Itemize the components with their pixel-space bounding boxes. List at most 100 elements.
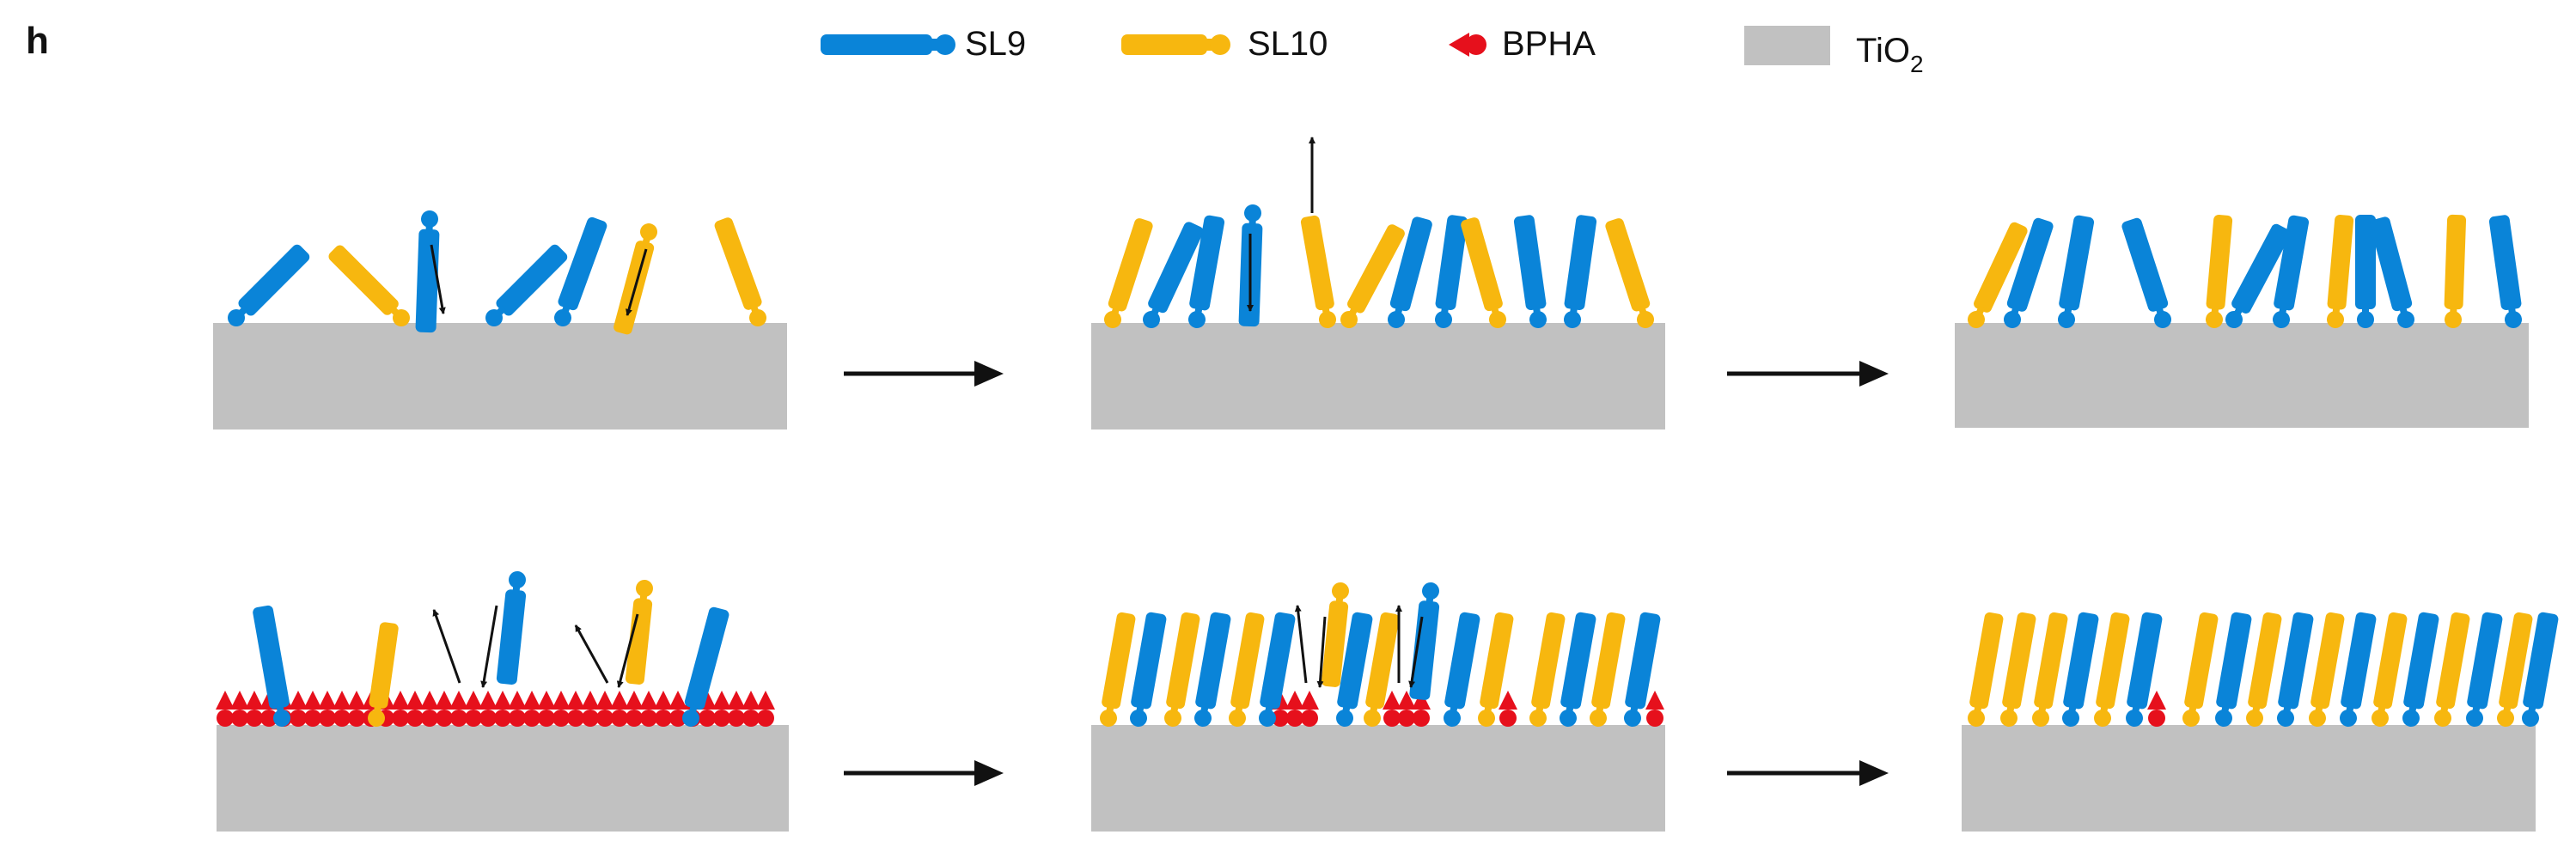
motion-arrow bbox=[574, 624, 609, 684]
legend-label-sl10: SL10 bbox=[1248, 25, 1328, 63]
sl9-molecule bbox=[2273, 215, 2310, 328]
sl9-molecule bbox=[2402, 612, 2439, 727]
sl9-molecule bbox=[1259, 612, 1296, 727]
bpha-molecule bbox=[289, 691, 308, 727]
sl9-molecule bbox=[2355, 215, 2376, 328]
bpha-molecule bbox=[2147, 691, 2166, 727]
sl9-molecule bbox=[1560, 612, 1596, 727]
sl9-molecule bbox=[253, 605, 290, 727]
bpha-molecule bbox=[727, 691, 746, 727]
sl10-molecule bbox=[1529, 612, 1566, 727]
sl9-molecule bbox=[485, 244, 568, 326]
sl9-molecule bbox=[554, 216, 607, 326]
sl9-molecule bbox=[2277, 612, 2314, 727]
motion-arrow bbox=[1294, 605, 1308, 684]
sl10-molecule bbox=[1100, 612, 1136, 727]
panel-label: h bbox=[26, 20, 49, 62]
sl9-molecule bbox=[1388, 216, 1432, 328]
sl10-molecule bbox=[1104, 218, 1153, 328]
sl9-molecule bbox=[2340, 612, 2377, 727]
substrate-row1-intermediate bbox=[1091, 323, 1665, 430]
sl9-molecule bbox=[2121, 217, 2171, 328]
legend-label-bpha: BPHA bbox=[1502, 25, 1596, 63]
bpha-molecule bbox=[303, 691, 322, 727]
sl10-molecule bbox=[2327, 215, 2354, 328]
bpha-molecule bbox=[625, 691, 644, 727]
sl9-molecule bbox=[2004, 217, 2054, 328]
sl10-molecule bbox=[368, 622, 399, 727]
bpha-molecule bbox=[1412, 691, 1431, 727]
bpha-molecule bbox=[756, 691, 775, 727]
sl10-molecule bbox=[1300, 215, 1336, 328]
bpha-molecule bbox=[654, 691, 673, 727]
bpha-molecule bbox=[1397, 691, 1416, 727]
sl10-molecule bbox=[1590, 612, 1626, 727]
tio2-swatch-icon bbox=[1744, 26, 1830, 65]
sl9-molecule bbox=[2058, 215, 2095, 328]
sl10-molecule bbox=[1461, 217, 1506, 328]
sl9-molecule bbox=[2522, 612, 2559, 727]
sl10-molecule bbox=[1164, 612, 1200, 727]
molecules-row1-initial bbox=[228, 210, 766, 335]
sl10-molecule-icon bbox=[1121, 34, 1230, 55]
sl10-molecule bbox=[1605, 218, 1654, 328]
bpha-molecule bbox=[245, 691, 264, 727]
sl10-molecule bbox=[1968, 222, 2028, 328]
bpha-molecule bbox=[610, 691, 629, 727]
bpha-molecule bbox=[1645, 691, 1664, 727]
step-arrow-row1-1 bbox=[844, 361, 1004, 387]
substrate-row2-intermediate bbox=[1091, 725, 1665, 832]
molecules-row2-final bbox=[1968, 612, 2559, 727]
bpha-molecule bbox=[1383, 691, 1401, 727]
sl9-molecule bbox=[1130, 612, 1167, 727]
legend: SL9 SL10 BPHA TiO2 bbox=[821, 25, 1924, 77]
sl9-molecule bbox=[1194, 612, 1231, 727]
bpha-molecule bbox=[449, 691, 468, 727]
sl10-molecule bbox=[2182, 612, 2219, 727]
sl9-molecule bbox=[2225, 223, 2291, 328]
sl10-molecule bbox=[613, 223, 657, 335]
bpha-molecule bbox=[668, 691, 687, 727]
sl9-molecule bbox=[682, 606, 729, 727]
sl9-molecule bbox=[228, 244, 310, 326]
motion-arrow bbox=[626, 248, 648, 316]
substrate-row1-final bbox=[1955, 323, 2529, 428]
bpha-molecule bbox=[1300, 691, 1319, 727]
sl10-molecule bbox=[328, 245, 410, 326]
motion-arrow bbox=[1316, 616, 1327, 688]
bpha-molecule bbox=[639, 691, 658, 727]
bpha-molecule bbox=[347, 691, 366, 727]
motion-arrow bbox=[1408, 616, 1424, 688]
step-arrow-row2-2 bbox=[1727, 760, 1889, 786]
bpha-molecule bbox=[391, 691, 410, 727]
sl9-molecule bbox=[2466, 612, 2503, 727]
sl10-molecule bbox=[1321, 582, 1349, 687]
step-arrow-row2-1 bbox=[844, 760, 1004, 786]
step-arrow-row1-2 bbox=[1727, 361, 1889, 387]
sl10-molecule bbox=[1364, 612, 1400, 727]
bpha-molecule bbox=[479, 691, 497, 727]
substrate-row2-final bbox=[1962, 725, 2536, 832]
bpha-molecule bbox=[537, 691, 556, 727]
bpha-molecule bbox=[552, 691, 571, 727]
sl10-molecule bbox=[2032, 612, 2068, 727]
legend-item-sl10: SL10 bbox=[1121, 25, 1328, 63]
sl9-molecule bbox=[1143, 222, 1204, 328]
bpha-molecule bbox=[1285, 691, 1304, 727]
bpha-molecule bbox=[333, 691, 351, 727]
motion-arrow bbox=[480, 605, 498, 688]
sl10-molecule bbox=[2246, 612, 2282, 727]
bpha-molecule bbox=[216, 691, 235, 727]
sl9-molecule bbox=[1435, 215, 1468, 328]
sl9-molecule bbox=[1336, 612, 1373, 727]
bpha-molecule bbox=[522, 691, 541, 727]
bpha-molecule bbox=[464, 691, 483, 727]
sl10-molecule bbox=[625, 580, 653, 685]
sl10-molecule bbox=[1340, 224, 1405, 328]
sl9-molecule bbox=[496, 571, 527, 685]
sl9-molecule bbox=[2126, 612, 2163, 727]
sl9-molecule bbox=[1409, 582, 1440, 700]
substrate-row1-initial bbox=[213, 323, 787, 430]
sl10-molecule bbox=[1229, 612, 1265, 727]
legend-item-tio2: TiO2 bbox=[1744, 26, 1924, 77]
